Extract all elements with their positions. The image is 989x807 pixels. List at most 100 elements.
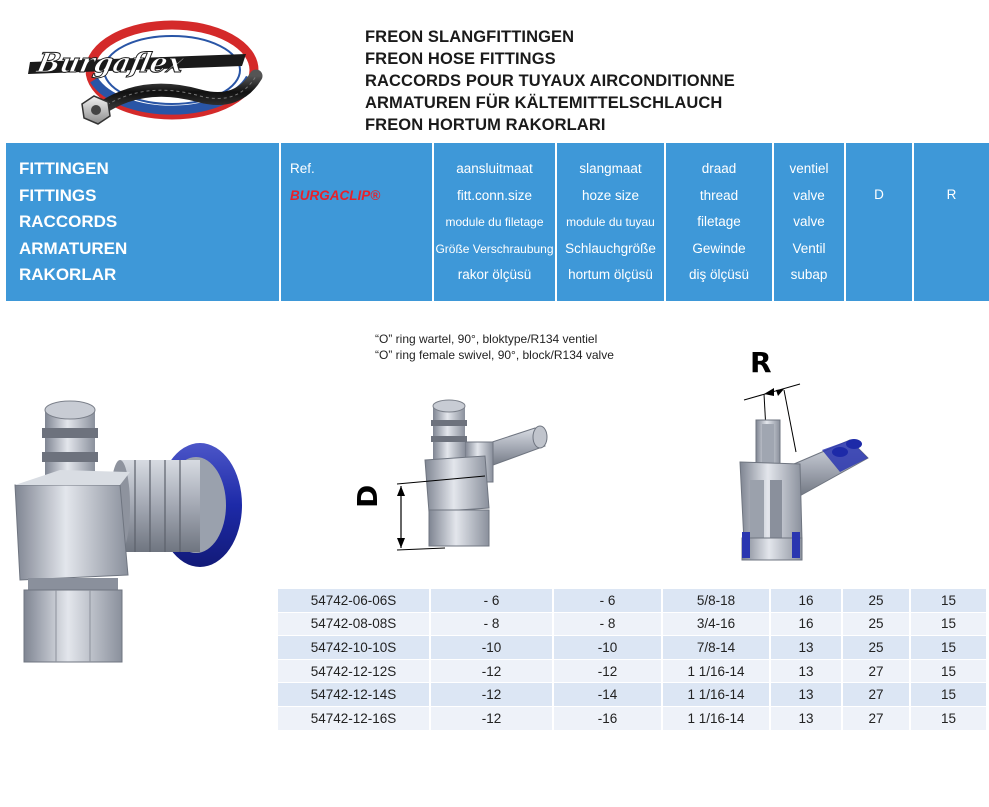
table-row: 54742-12-14S -12 -14 1 1/16-14 13 27 15 bbox=[278, 683, 986, 707]
header-d-label: D bbox=[874, 187, 884, 202]
cell-d: 25 bbox=[843, 589, 911, 613]
caption-en: “O” ring female swivel, 90°, block/R134 … bbox=[375, 348, 614, 362]
header-valve-de: Ventil bbox=[792, 240, 826, 256]
table-row: 54742-12-16S -12 -16 1 1/16-14 13 27 15 bbox=[278, 706, 986, 731]
cell-valve: 13 bbox=[771, 636, 843, 660]
table-row: 54742-08-08S - 8 - 8 3/4-16 16 25 15 bbox=[278, 612, 986, 637]
cell-ref: 54742-06-06S bbox=[278, 589, 431, 613]
header-ref-brand: BURGACLIP® bbox=[290, 187, 381, 203]
fitting-large-image bbox=[14, 400, 242, 663]
title-list: FREON SLANGFITTINGEN FREON HOSE FITTINGS… bbox=[365, 26, 735, 136]
cell-valve: 13 bbox=[771, 659, 843, 684]
cell-connection-size: -12 bbox=[431, 706, 554, 731]
cell-thread: 7/8-14 bbox=[663, 636, 771, 660]
header-valve-fr: valve bbox=[793, 214, 825, 229]
header-connection-size-tr: rakor ölçüsü bbox=[457, 267, 532, 282]
header-d: D bbox=[846, 143, 912, 301]
dimension-d-label: D bbox=[351, 484, 384, 508]
table-row: 54742-12-12S -12 -12 1 1/16-14 13 27 15 bbox=[278, 659, 986, 684]
title-tr: FREON HORTUM RAKORLARI bbox=[365, 116, 606, 134]
cell-thread: 1 1/16-14 bbox=[663, 706, 771, 731]
header-connection-size-en: fitt.conn.size bbox=[456, 187, 533, 203]
cell-ref: 54742-08-08S bbox=[278, 612, 431, 637]
logo-text: Burgaflex bbox=[33, 47, 187, 79]
cell-hose-size: - 8 bbox=[554, 612, 663, 637]
cell-valve: 16 bbox=[771, 589, 843, 613]
header-r: R bbox=[914, 143, 989, 301]
header-hose-size-nl: slangmaat bbox=[579, 161, 642, 176]
caption-nl: “O” ring wartel, 90°, bloktype/R134 vent… bbox=[375, 332, 598, 346]
cell-d: 25 bbox=[843, 636, 911, 660]
cell-r: 15 bbox=[911, 659, 986, 684]
cell-connection-size: - 6 bbox=[431, 589, 554, 613]
header-hose-size: slangmaat hoze size module du tuyau Schl… bbox=[557, 143, 664, 301]
cell-connection-size: - 8 bbox=[431, 612, 554, 637]
fitting-dimension-d-image bbox=[396, 399, 548, 551]
header-connection-size-de: Größe Verschraubung bbox=[435, 241, 554, 256]
cell-thread: 1 1/16-14 bbox=[663, 683, 771, 707]
header-ref: Ref. BURGACLIP® bbox=[281, 143, 432, 301]
header-hose-size-tr: hortum ölçüsü bbox=[568, 267, 653, 282]
cell-d: 27 bbox=[843, 683, 911, 707]
cell-valve: 13 bbox=[771, 706, 843, 731]
header-valve-nl: ventiel bbox=[789, 161, 829, 176]
cell-hose-size: -14 bbox=[554, 683, 663, 707]
cell-thread: 5/8-18 bbox=[663, 589, 771, 613]
header-fittings-nl: FITTINGEN bbox=[19, 159, 109, 178]
header-hose-size-de: Schlauchgröße bbox=[565, 240, 656, 256]
header-thread: draad thread filetage Gewinde diş ölçüsü bbox=[666, 143, 772, 301]
title-de: ARMATUREN FÜR KÄLTEMITTELSCHLAUCH bbox=[365, 94, 723, 112]
header-connection-size-fr: module du filetage bbox=[445, 215, 544, 229]
header-fittings-en: FITTINGS bbox=[19, 185, 97, 205]
header-thread-tr: diş ölçüsü bbox=[688, 267, 750, 282]
header-valve: ventiel valve valve Ventil subap bbox=[774, 143, 844, 301]
title-en: FREON HOSE FITTINGS bbox=[365, 50, 556, 68]
header-thread-de: Gewinde bbox=[692, 240, 746, 256]
cell-ref: 54742-12-14S bbox=[278, 683, 431, 707]
header-thread-nl: draad bbox=[701, 161, 737, 176]
header-hose-size-en: hoze size bbox=[581, 187, 640, 203]
header-valve-tr: subap bbox=[790, 267, 828, 282]
fitting-section-r-image bbox=[739, 383, 869, 561]
header-fittings-tr: RAKORLAR bbox=[19, 265, 117, 284]
cell-valve: 16 bbox=[771, 612, 843, 637]
title-nl: FREON SLANGFITTINGEN bbox=[365, 28, 575, 46]
header-connection-size-nl: aansluitmaat bbox=[456, 161, 533, 176]
dimension-r-label: R bbox=[750, 346, 772, 379]
cell-hose-size: -12 bbox=[554, 659, 663, 684]
header-fittings-fr: RACCORDS bbox=[19, 212, 118, 231]
header-hose-size-fr: module du tuyau bbox=[566, 215, 655, 229]
table-row: 54742-06-06S - 6 - 6 5/8-18 16 25 15 bbox=[278, 589, 986, 613]
cell-thread: 3/4-16 bbox=[663, 612, 771, 637]
cell-d: 27 bbox=[843, 706, 911, 731]
cell-ref: 54742-12-12S bbox=[278, 659, 431, 684]
cell-hose-size: -10 bbox=[554, 636, 663, 660]
cell-ref: 54742-10-10S bbox=[278, 636, 431, 660]
cell-hose-size: - 6 bbox=[554, 589, 663, 613]
cell-connection-size: -10 bbox=[431, 636, 554, 660]
cell-r: 15 bbox=[911, 589, 986, 613]
burgaflex-logo: Burgaflex bbox=[28, 20, 263, 125]
cell-r: 15 bbox=[911, 636, 986, 660]
header-thread-fr: filetage bbox=[697, 214, 741, 229]
header-ref-label: Ref. bbox=[290, 161, 315, 176]
cell-connection-size: -12 bbox=[431, 659, 554, 684]
title-fr: RACCORDS POUR TUYAUX AIRCONDITIONNE bbox=[365, 72, 735, 90]
cell-hose-size: -16 bbox=[554, 706, 663, 731]
table-row: 54742-10-10S -10 -10 7/8-14 13 25 15 bbox=[278, 636, 986, 660]
header-r-label: R bbox=[946, 187, 957, 202]
cell-r: 15 bbox=[911, 706, 986, 731]
cell-ref: 54742-12-16S bbox=[278, 706, 431, 731]
header-connection-size: aansluitmaat fitt.conn.size module du fi… bbox=[434, 143, 555, 301]
cell-connection-size: -12 bbox=[431, 683, 554, 707]
cell-thread: 1 1/16-14 bbox=[663, 659, 771, 684]
cell-d: 25 bbox=[843, 612, 911, 637]
header-fittings: FITTINGEN FITTINGS RACCORDS ARMATUREN RA… bbox=[6, 143, 279, 301]
header-fittings-de: ARMATUREN bbox=[19, 238, 128, 258]
cell-r: 15 bbox=[911, 683, 986, 707]
header-valve-en: valve bbox=[793, 187, 825, 203]
header-thread-en: thread bbox=[699, 187, 739, 203]
cell-valve: 13 bbox=[771, 683, 843, 707]
fittings-table: 54742-06-06S - 6 - 6 5/8-18 16 25 15 547… bbox=[278, 589, 986, 731]
product-caption: “O” ring wartel, 90°, bloktype/R134 vent… bbox=[375, 331, 614, 363]
